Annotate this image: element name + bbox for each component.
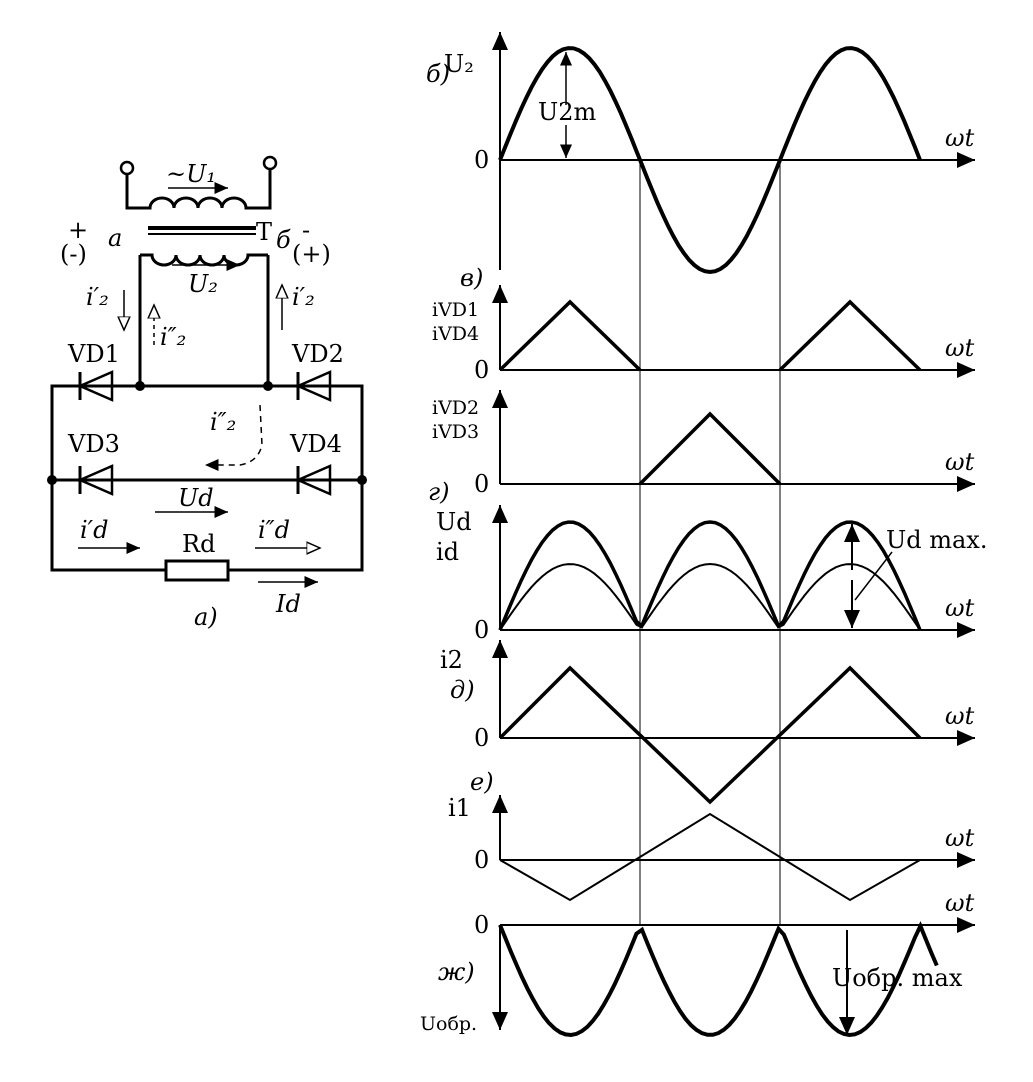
curve-ud <box>498 520 922 631</box>
zero-label-2: 0 <box>474 470 489 498</box>
primary-winding <box>125 169 272 210</box>
panel-letter-zh: ж) <box>438 958 475 986</box>
label-i2pp-left: i″₂ <box>160 323 186 351</box>
label-polarity-b-alt: (+) <box>292 240 331 268</box>
label-ud: Ud <box>178 484 214 512</box>
label-vd3: VD3 <box>67 430 120 458</box>
annotation-u2m: U2m <box>538 98 596 126</box>
label-polarity-a: + <box>68 216 88 244</box>
zero-label-6: 0 <box>474 911 489 939</box>
panel-letter-g: г) <box>428 478 450 506</box>
diode-vd3 <box>76 464 114 496</box>
curve-ivd14-b <box>778 299 922 372</box>
ylabel-ud: Ud <box>436 508 472 536</box>
label-transformer: T <box>256 218 272 246</box>
label-i2p-right: i′₂ <box>292 283 315 311</box>
label-id-dprime: i″d <box>258 516 290 544</box>
curve-ivd23 <box>638 411 782 486</box>
label-u1: ~U₁ <box>166 160 216 188</box>
resistor-rd <box>164 559 230 582</box>
diode-vd1 <box>76 370 114 402</box>
curve-i2 <box>498 665 922 805</box>
curve-ivd14-a <box>498 299 642 372</box>
wt-label-0: ωt <box>945 124 975 152</box>
wt-label-3: ωt <box>945 594 975 622</box>
label-u2: U₂ <box>188 270 218 298</box>
label-polarity-b: - <box>302 216 310 244</box>
panel-letter-d: д) <box>450 676 475 704</box>
arrow-i2pp-mid <box>205 404 263 471</box>
wt-label-6: ωt <box>945 889 975 917</box>
annotation-udmax: Ud max. <box>886 526 987 554</box>
ylabel-ivd2: iVD2 <box>432 397 479 419</box>
ylabel-id: id <box>436 538 459 566</box>
udmax-leader <box>854 551 893 601</box>
ylabel-uobr: Uобр. <box>420 1013 477 1035</box>
label-node-b: б <box>276 226 291 254</box>
label-i2p-left: i′₂ <box>86 283 109 311</box>
label-id-prime: i′d <box>80 516 109 544</box>
ylabel-ivd4: iVD4 <box>432 323 479 345</box>
label-polarity-a-alt: (-) <box>60 240 87 268</box>
panel-letter-b: б) <box>426 60 450 88</box>
ylabel-u2: U₂ <box>444 50 474 78</box>
wt-label-4: ωt <box>945 702 975 730</box>
curve-uobr <box>498 921 939 1038</box>
label-vd2: VD2 <box>291 340 344 368</box>
curve-id <box>499 562 921 631</box>
label-caption-a: а) <box>194 603 218 631</box>
panel-letter-v: в) <box>460 264 483 292</box>
curve-u2 <box>498 46 922 275</box>
ylabel-i2: i2 <box>440 646 463 674</box>
label-rd: Rd <box>182 530 215 558</box>
label-vd4: VD4 <box>289 430 342 458</box>
annotation-uobr-max: Uобр. max <box>832 964 963 992</box>
wt-label-2: ωt <box>945 448 975 476</box>
wt-label-1: ωt <box>945 334 975 362</box>
primary-terminal-left <box>119 160 135 176</box>
diode-vd2 <box>294 370 332 402</box>
zero-label-4: 0 <box>474 724 489 752</box>
ylabel-ivd1: iVD1 <box>432 299 479 321</box>
ylabel-ivd3: iVD3 <box>432 421 479 443</box>
primary-terminal-right <box>262 155 278 171</box>
label-i2pp-mid: i″₂ <box>210 408 236 436</box>
zero-label-5: 0 <box>474 846 489 874</box>
diode-vd4 <box>294 464 332 496</box>
zero-label-3: 0 <box>474 616 489 644</box>
zero-label-0: 0 <box>474 146 489 174</box>
secondary-winding <box>140 253 268 267</box>
ylabel-i1: i1 <box>448 794 471 822</box>
curve-i1 <box>499 812 921 902</box>
label-vd1: VD1 <box>67 340 120 368</box>
bridge-rectifier-circuit <box>47 155 367 588</box>
wt-label-5: ωt <box>945 824 975 852</box>
label-node-a: a <box>108 224 122 252</box>
zero-label-1: 0 <box>474 356 489 384</box>
panel-letter-e: е) <box>470 768 494 796</box>
label-Id: Id <box>275 590 301 618</box>
